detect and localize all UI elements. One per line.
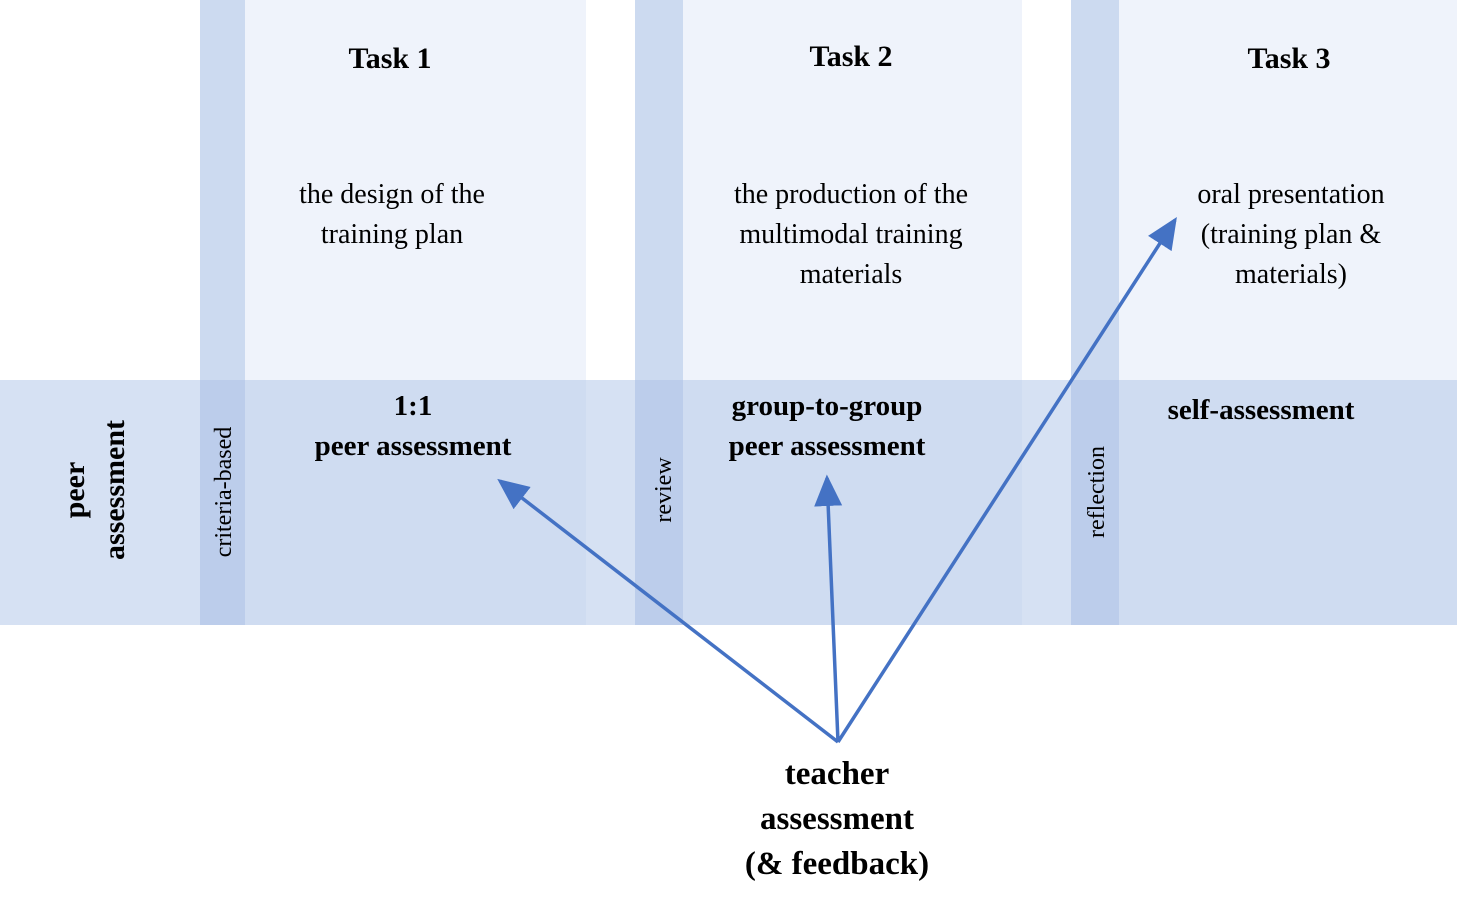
task-1-assessment-label: 1:1 peer assessment <box>314 390 512 462</box>
task-1-band-strip <box>200 380 245 625</box>
arrow-to-task-3 <box>836 217 1177 743</box>
task-2-title: Task 2 <box>809 40 893 73</box>
task-2-description: the production of the multimodal trainin… <box>733 179 969 290</box>
teacher-assessment-label: teacher assessment (& feedback) <box>744 756 930 882</box>
task-2-band-strip <box>635 380 683 625</box>
task-2-assessment-label: group-to-group peer assessment <box>728 390 926 462</box>
task-3-assessment-label: self-assessment <box>1167 394 1355 426</box>
task-1-description: the design of the training plan <box>299 179 485 250</box>
task-1-title: Task 1 <box>348 42 432 75</box>
arrow-to-task-2 <box>814 474 843 743</box>
task-3-description: oral presentation (training plan & mater… <box>1197 179 1385 290</box>
task-3-band-strip <box>1071 380 1119 625</box>
arrow-to-task-1 <box>497 478 840 744</box>
task-3-title: Task 3 <box>1247 42 1331 75</box>
